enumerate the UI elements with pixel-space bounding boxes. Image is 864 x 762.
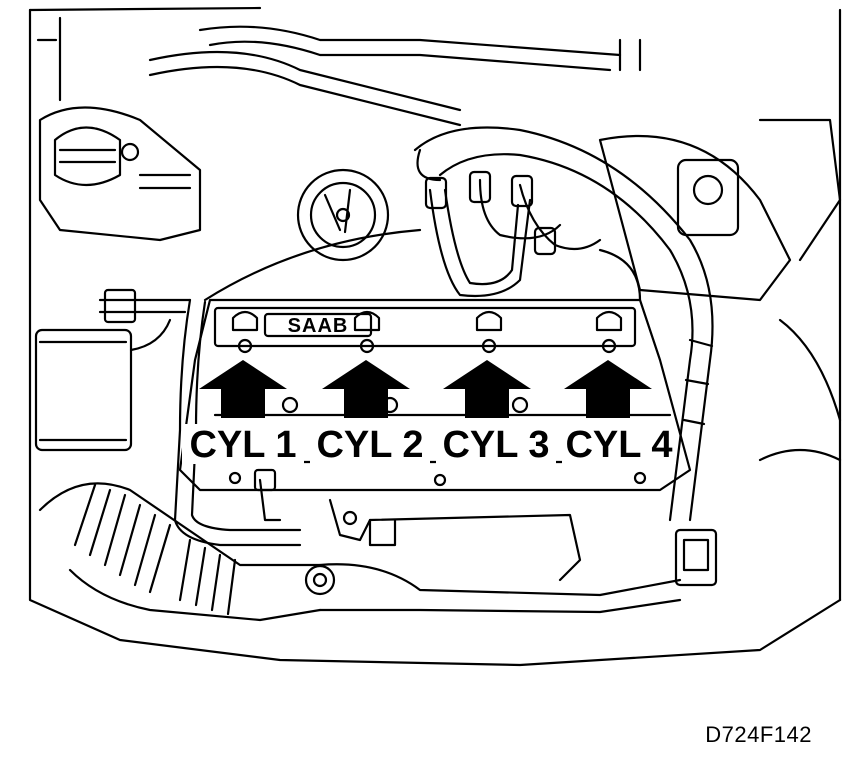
engine-bay-frame	[28, 6, 842, 667]
throttle-body	[296, 168, 390, 262]
saab-plate	[213, 306, 637, 348]
upper-hoses	[148, 25, 642, 127]
figure-id: D724F142	[705, 722, 812, 747]
ignition-leads	[424, 170, 602, 298]
cylinder-1-arrow	[199, 360, 287, 418]
relay-box	[34, 318, 172, 452]
saab-plate-label: SAAB	[288, 315, 349, 337]
valve-cover	[178, 228, 692, 492]
cylinder-4-label: CYL 4	[565, 424, 672, 466]
brake-booster	[598, 118, 842, 462]
intake-hose	[413, 126, 718, 587]
air-intake-pipe	[38, 482, 682, 622]
cylinder-3-arrow	[443, 360, 531, 418]
spark-plug-caps	[231, 310, 623, 354]
cylinder-2-arrow	[322, 360, 410, 418]
cylinder-3-label: CYL 3	[442, 424, 549, 466]
timing-bracket	[328, 498, 582, 582]
cylinder-1-label: CYL 1	[189, 424, 296, 466]
cylinder-4-arrow	[564, 360, 652, 418]
coolant-reservoir	[38, 106, 202, 242]
cylinder-2-label: CYL 2	[316, 424, 423, 466]
